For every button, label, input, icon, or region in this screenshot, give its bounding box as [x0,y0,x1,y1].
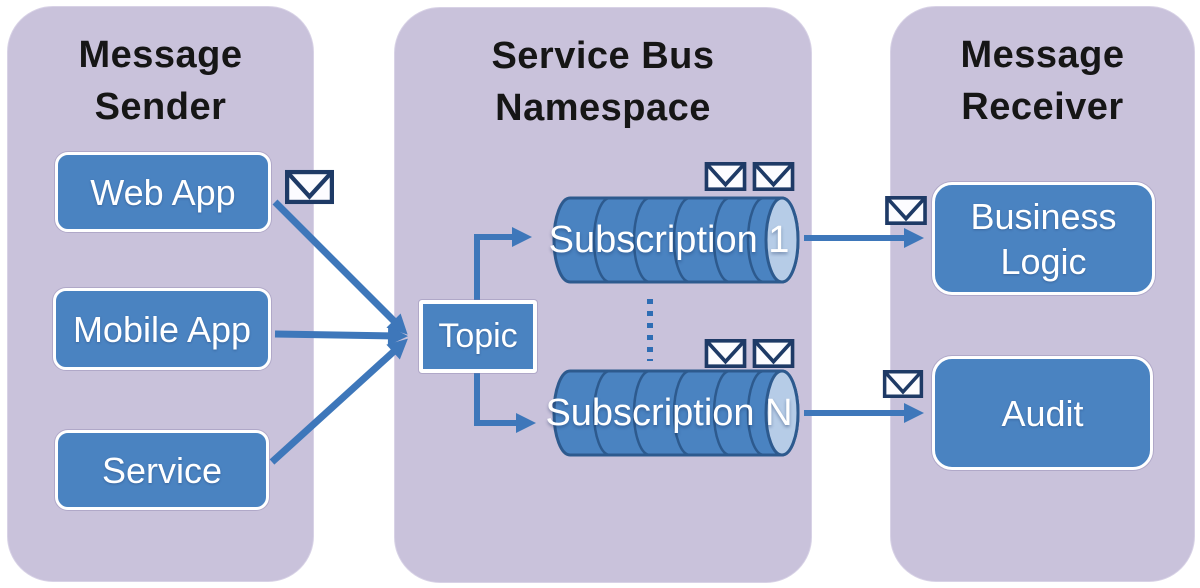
service-bus-namespace-panel: Service Bus Namespace [394,7,812,583]
sender-panel-title: Message Sender [8,29,313,134]
envelope-icon [752,162,795,191]
envelope-icon [882,370,924,398]
subscription-1-label: Subscription 1 [548,218,790,261]
cylinder-shape [552,196,800,284]
business-logic-node: Business Logic [932,182,1155,295]
web-app-label: Web App [90,171,236,213]
mobile-app-node: Mobile App [53,288,271,370]
envelope-icon [885,196,927,225]
sender-title-line-2: Sender [94,86,227,129]
receiver-title-line-2: Receiver [961,86,1124,129]
topic-node: Topic [419,300,537,373]
web-app-node: Web App [55,152,271,232]
subscription-n-cylinder: Subscription N [545,368,803,458]
namespace-panel-title: Service Bus Namespace [395,30,811,135]
service-node: Service [55,430,269,510]
audit-label: Audit [1001,392,1084,434]
subscription-1-cylinder: Subscription 1 [548,195,803,285]
namespace-title-line-2: Namespace [495,87,711,130]
cylinder-shape [552,369,800,457]
envelope-icon [704,339,747,368]
receiver-title-line-1: Message [960,34,1125,76]
audit-node: Audit [932,356,1153,470]
envelope-icon [285,169,334,205]
mobile-app-label: Mobile App [72,308,252,350]
sender-title-line-1: Message [78,34,243,76]
topic-label: Topic [438,317,518,356]
service-label: Service [101,449,223,491]
envelope-icon [704,162,747,191]
receiver-panel-title: Message Receiver [891,29,1194,134]
envelope-icon [752,339,795,368]
subscription-n-label: Subscription N [545,391,793,434]
business-logic-label: Business Logic [970,195,1117,282]
namespace-title-line-1: Service Bus [491,35,715,77]
